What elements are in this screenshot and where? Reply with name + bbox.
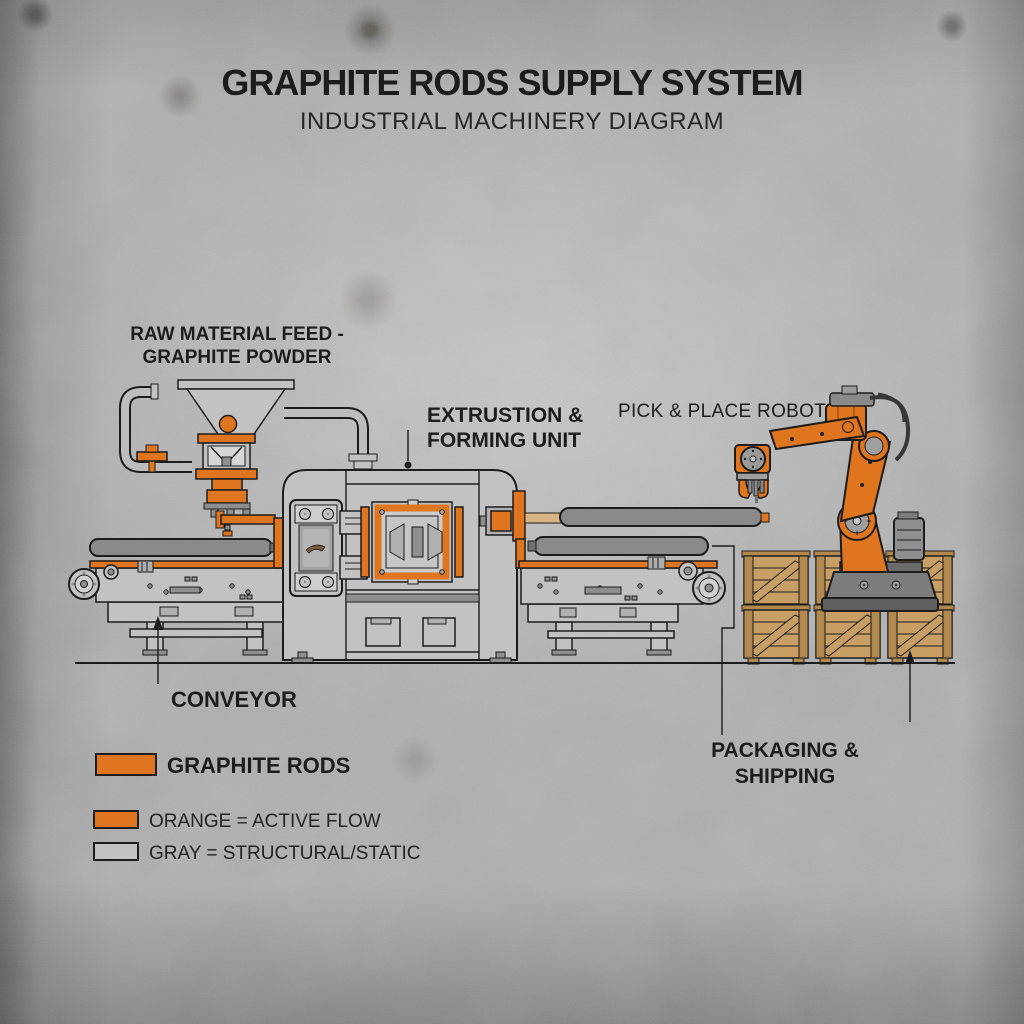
legend-label-structural: GRAY = STRUCTURAL/STATIC xyxy=(149,843,421,864)
press-window xyxy=(289,499,343,597)
legend-swatch-active-flow xyxy=(93,810,139,829)
active-belt-right xyxy=(518,560,718,569)
legend-label-graphite-rods: GRAPHITE RODS xyxy=(167,753,351,778)
page-subtitle: INDUSTRIAL MACHINERY DIAGRAM xyxy=(299,108,725,135)
belt-pulley-right xyxy=(692,571,726,605)
label-conveyor: CONVEYOR xyxy=(171,687,297,712)
conveyor-right xyxy=(518,507,770,656)
pipe-flange xyxy=(150,383,159,400)
forming-die-window xyxy=(371,499,453,585)
crates-arrow xyxy=(905,650,915,722)
label-raw-material-feed: RAW MATERIAL FEED - GRAPHITE POWDER xyxy=(130,324,344,368)
conveyor-left xyxy=(68,510,305,656)
orange-guide-bar-left xyxy=(360,506,370,578)
label-packaging-shipping: PACKAGING & SHIPPING xyxy=(711,739,859,788)
feed-valve-handle xyxy=(136,444,168,473)
legend-swatch-graphite-rods xyxy=(95,753,157,776)
hopper-feed-unit xyxy=(136,379,295,537)
pick-place-robot xyxy=(734,385,939,612)
robot-cables xyxy=(869,395,911,462)
orange-guide-bar-right xyxy=(454,506,464,578)
conveyor-arrow xyxy=(153,616,163,684)
robot-gripper xyxy=(738,479,769,503)
label-pick-place-robot: PICK & PLACE ROBOT xyxy=(618,401,827,422)
extrusion-pointer xyxy=(404,430,412,469)
legend-label-active-flow: ORANGE = ACTIVE FLOW xyxy=(149,811,381,832)
packaging-pointer-line xyxy=(712,545,735,735)
page-title: GRAPHITE RODS SUPPLY SYSTEM xyxy=(221,62,803,103)
feed-pipes xyxy=(119,383,378,473)
robot-horizontal-arm xyxy=(768,415,866,451)
label-extrusion-forming-unit: EXTRUSTION & FORMING UNIT xyxy=(427,404,584,452)
annotation-pointers xyxy=(153,430,915,735)
belt-pulley-left xyxy=(68,568,100,600)
extrusion-forming-unit xyxy=(282,469,563,664)
legend-swatch-structural xyxy=(93,842,139,861)
hopper-indicator-dot xyxy=(218,414,238,434)
